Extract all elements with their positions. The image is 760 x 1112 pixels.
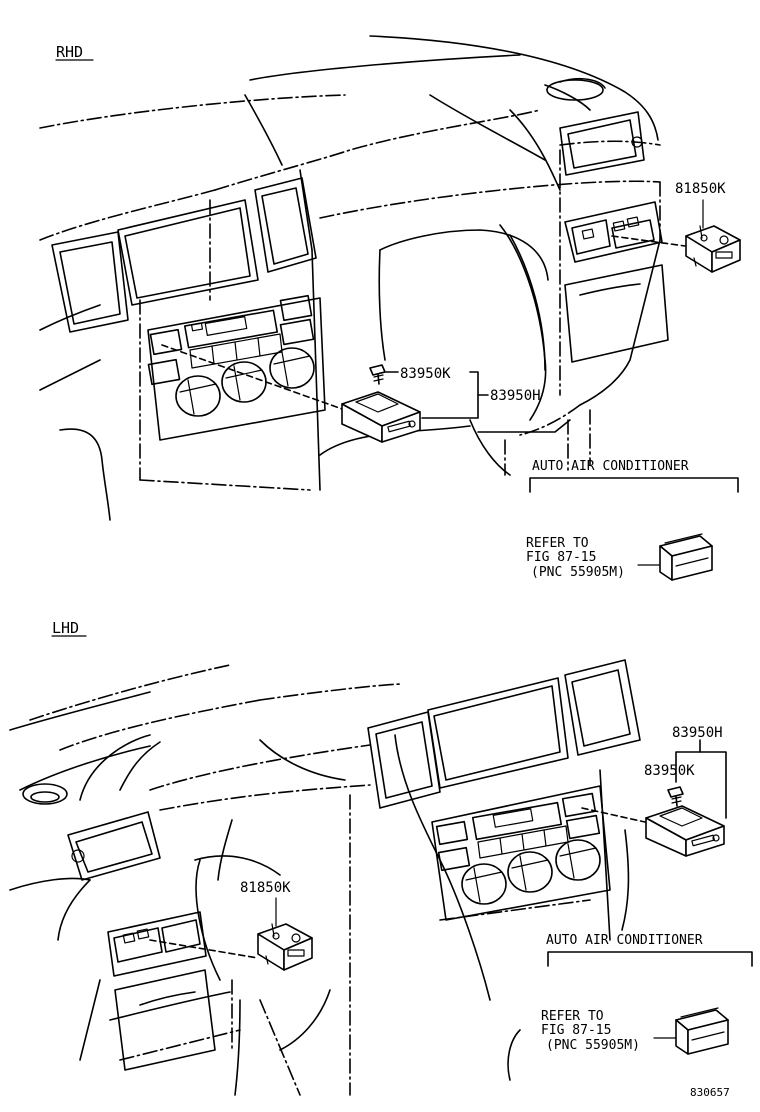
rhd-option-label: AUTO AIR CONDITIONER (532, 459, 689, 474)
lhd-part-83950K-screw (667, 786, 684, 807)
rhd-part-83950H-switch (341, 391, 421, 443)
lhd-label-81850K: 81850K (240, 880, 291, 896)
lhd-refer-line3: (PNC 55905M) (546, 1038, 640, 1053)
figure-number: 830657 (690, 1086, 730, 1099)
rhd-refer-line3: (PNC 55905M) (531, 565, 625, 580)
lhd-part-55905M-switch (675, 1007, 729, 1055)
lhd-label-83950H: 83950H (672, 725, 723, 741)
rhd-refer-line2: FIG 87-15 (526, 550, 596, 565)
rhd-section: RHD (39, 35, 741, 581)
lhd-label-83950K: 83950K (644, 763, 695, 779)
lhd-refer-line1: REFER TO (541, 1009, 604, 1024)
lhd-section: LHD (9, 619, 753, 1096)
lhd-option-label: AUTO AIR CONDITIONER (546, 933, 703, 948)
lhd-left-panel (67, 811, 216, 1071)
rhd-label-81850K: 81850K (675, 181, 726, 197)
lhd-refer-line2: FIG 87-15 (541, 1023, 611, 1038)
lhd-heading: LHD (52, 619, 79, 637)
rhd-part-81850K-switch (685, 225, 741, 273)
rhd-label-83950H: 83950H (490, 388, 541, 404)
rhd-heading: RHD (56, 43, 83, 61)
rhd-part-83950K-screw (369, 364, 399, 385)
rhd-refer-line1: REFER TO (526, 536, 589, 551)
rhd-dashboard-outline (39, 35, 661, 521)
lhd-part-83950H-switch (645, 805, 725, 857)
rhd-part-55905M-switch (659, 533, 713, 581)
lhd-dashboard-outline (9, 664, 630, 1096)
rhd-label-83950K: 83950K (400, 366, 451, 382)
rhd-center-panel (51, 177, 326, 441)
lhd-center-panel (367, 659, 641, 921)
rhd-right-panel (559, 111, 669, 363)
lhd-part-81850K-switch (257, 923, 313, 971)
